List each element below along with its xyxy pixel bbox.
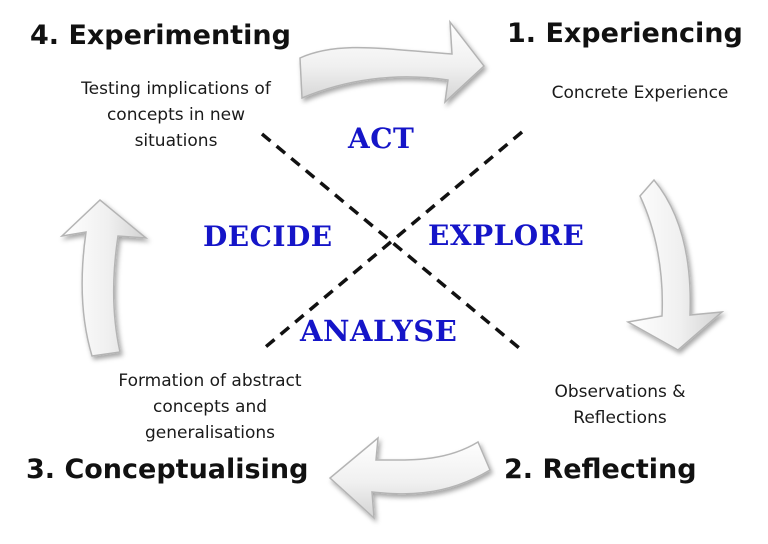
desc-line: Observations & <box>554 382 686 402</box>
desc-line: Testing implications of <box>81 79 271 99</box>
desc-line: situations <box>134 131 218 151</box>
stage-desc-conceptualising: Formation of abstract concepts and gener… <box>90 368 330 446</box>
cycle-arrow-left <box>59 198 149 357</box>
cycle-arrow-right <box>625 178 725 351</box>
stage-title-reflecting: 2. Reflecting <box>504 454 697 485</box>
action-explore: EXPLORE <box>428 219 585 252</box>
desc-line: Concrete Experience <box>551 83 729 103</box>
stage-desc-reflecting: Observations & Reflections <box>520 379 720 431</box>
action-act: ACT <box>348 122 415 155</box>
stage-title-experiencing: 1. Experiencing <box>507 18 743 49</box>
stage-desc-experiencing: Concrete Experience <box>528 80 752 106</box>
cycle-arrow-bottom <box>328 436 491 520</box>
desc-line: concepts in new <box>106 105 246 125</box>
desc-line: concepts and <box>152 397 268 417</box>
action-analyse: ANALYSE <box>300 314 458 348</box>
desc-line: generalisations <box>144 423 276 443</box>
stage-desc-experimenting: Testing implications of concepts in new … <box>56 76 296 154</box>
desc-line: Formation of abstract <box>118 371 302 391</box>
action-decide: DECIDE <box>203 220 333 253</box>
cycle-arrow-top <box>299 19 486 104</box>
stage-title-conceptualising: 3. Conceptualising <box>26 454 309 485</box>
desc-line: Reflections <box>573 408 667 428</box>
stage-title-experimenting: 4. Experimenting <box>30 20 291 51</box>
